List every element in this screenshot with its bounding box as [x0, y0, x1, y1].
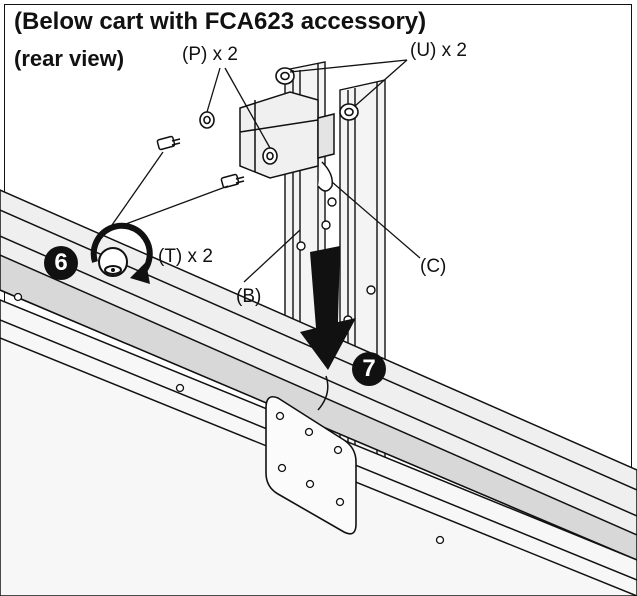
joining-plate: [265, 395, 357, 535]
step-7-badge: 7: [352, 352, 386, 386]
washers-u: [275, 67, 359, 121]
bracket-c: [239, 91, 335, 192]
diagram-view-label: (rear view): [14, 46, 125, 71]
step-6-badge: 6: [44, 246, 78, 280]
callout-u: (U) x 2: [410, 40, 467, 61]
beam-holes: [13, 292, 445, 545]
callout-p: (P) x 2: [182, 44, 238, 65]
callout-b: (B): [236, 286, 262, 307]
beam-seam: [317, 375, 329, 411]
slide-down-arrow: [300, 246, 356, 370]
tighten-rotation-icon: [90, 222, 153, 284]
diagram-title: (Below cart with FCA623 accessory): [14, 8, 427, 35]
screw-t-upper: [156, 135, 181, 151]
washers-p: [199, 111, 278, 165]
screw-t-lower: [220, 173, 245, 189]
callout-c: (C): [420, 256, 447, 277]
callout-t: (T) x 2: [158, 246, 213, 267]
leader-lines: [111, 59, 421, 283]
